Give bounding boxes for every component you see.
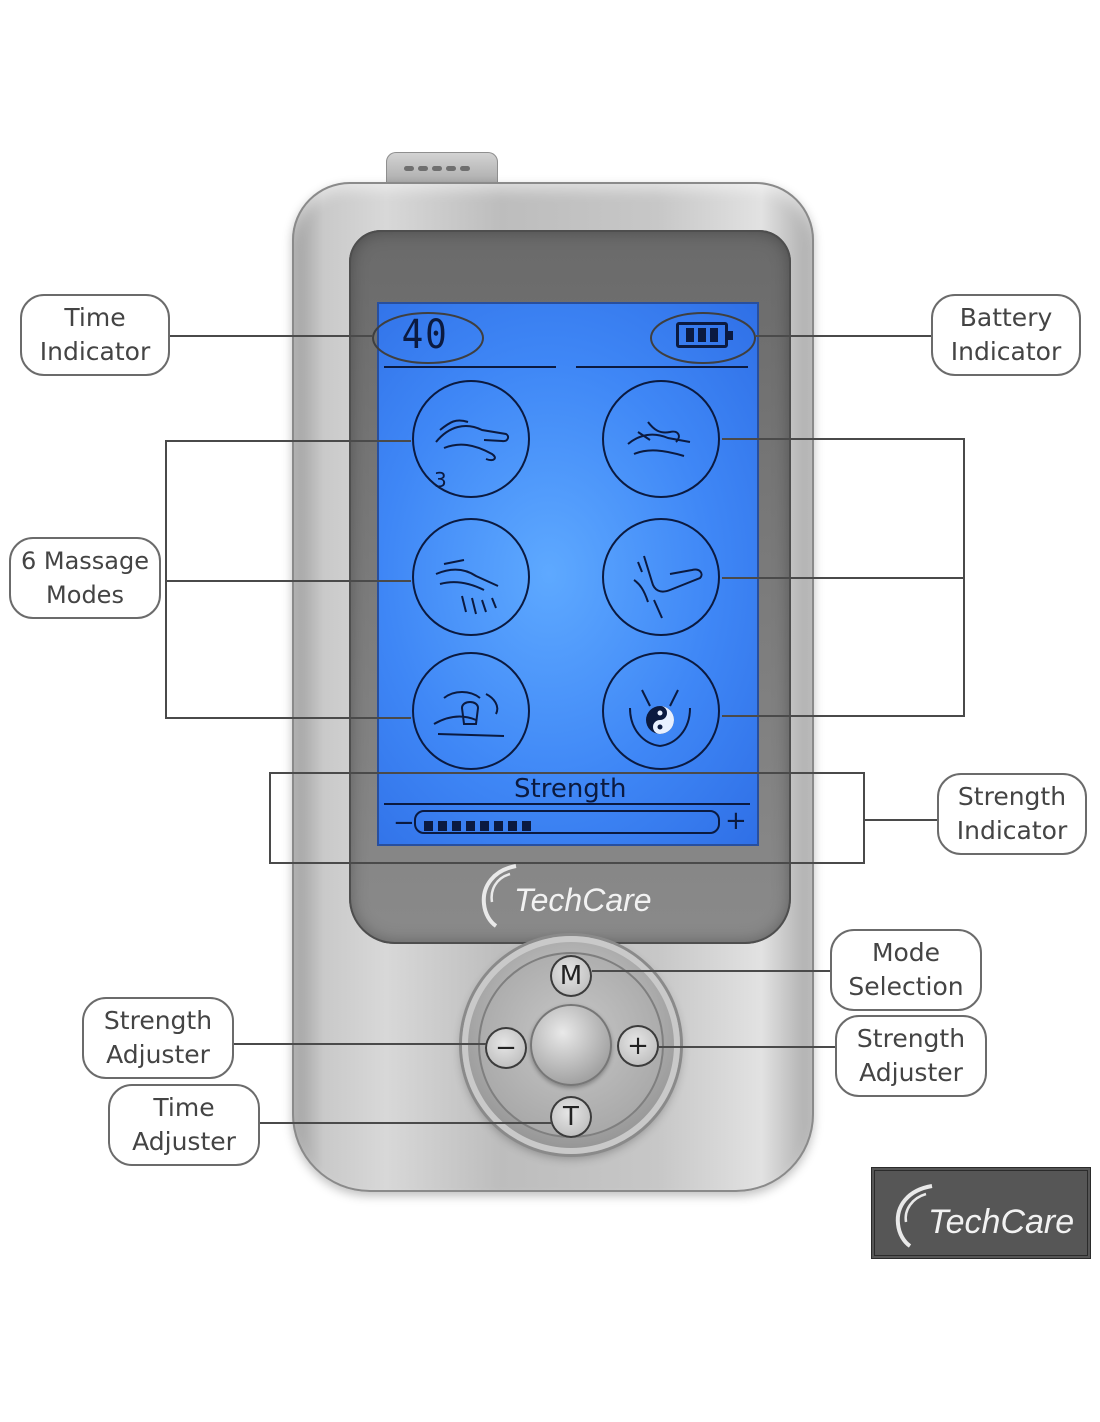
kneading-icon bbox=[627, 421, 691, 457]
callout-line: Battery bbox=[959, 303, 1053, 332]
strength-bar bbox=[414, 810, 720, 834]
strength-segment bbox=[466, 821, 475, 831]
battery-icon bbox=[676, 322, 733, 348]
callout-line: Selection bbox=[848, 972, 964, 1001]
tapping-icon bbox=[435, 559, 499, 615]
strength-segment bbox=[480, 821, 489, 831]
callout-line: Modes bbox=[46, 581, 124, 609]
mode-3-circle bbox=[412, 518, 530, 636]
callout-line: Strength bbox=[957, 782, 1067, 811]
lcd-divider bbox=[384, 366, 556, 368]
strength-minus-label: − bbox=[393, 808, 415, 838]
callout-line: Strength bbox=[856, 1024, 966, 1053]
callout-line: Time bbox=[153, 1093, 215, 1122]
leader-line bbox=[722, 577, 965, 579]
strength-plus-label: + bbox=[725, 806, 747, 836]
mode-4-circle bbox=[602, 518, 720, 636]
lcd-divider bbox=[384, 803, 750, 805]
mode-button[interactable]: M bbox=[550, 955, 592, 997]
mode-number: 3 bbox=[434, 468, 447, 492]
callout-line: Adjuster bbox=[106, 1040, 210, 1069]
leader-line bbox=[165, 580, 411, 582]
techcare-swoosh-icon bbox=[895, 1184, 933, 1248]
callout-massage-modes: 6 Massage Modes bbox=[9, 537, 161, 619]
callout-line: Strength bbox=[103, 1006, 213, 1035]
leader-line bbox=[232, 1043, 486, 1045]
callout-strength-indicator: Strength Indicator bbox=[937, 773, 1087, 855]
time-button[interactable]: T bbox=[550, 1096, 592, 1138]
callout-strength-adjuster-left: Strength Adjuster bbox=[82, 997, 234, 1079]
leader-line bbox=[165, 440, 411, 442]
leader-line bbox=[865, 819, 939, 821]
time-readout: 40 bbox=[401, 312, 449, 358]
power-center-button[interactable] bbox=[530, 1004, 612, 1086]
leader-line bbox=[756, 335, 932, 337]
callout-time-indicator: Time Indicator bbox=[20, 294, 170, 376]
time-highlight-ellipse bbox=[372, 312, 484, 364]
callout-line: Time bbox=[64, 303, 126, 332]
connector-dot bbox=[404, 166, 414, 171]
leader-line bbox=[722, 715, 965, 717]
mode-5-circle bbox=[412, 652, 530, 770]
leader-line bbox=[258, 1122, 552, 1124]
logo-box-brand: TechCare bbox=[928, 1203, 1075, 1241]
callout-line: Indicator bbox=[39, 337, 151, 366]
mode-2-circle bbox=[602, 380, 720, 498]
mode-1-circle bbox=[412, 380, 530, 498]
cupping-icon bbox=[433, 691, 505, 737]
hand-massage-icon bbox=[435, 419, 510, 462]
callout-line: Adjuster bbox=[132, 1127, 236, 1156]
techcare-swoosh-icon bbox=[481, 864, 517, 928]
strength-segment bbox=[452, 821, 461, 831]
connector-dot bbox=[432, 166, 442, 171]
callout-mode-selection: Mode Selection bbox=[830, 929, 982, 1011]
strength-minus-button[interactable]: − bbox=[485, 1027, 527, 1069]
leader-line bbox=[168, 335, 372, 337]
callout-line: Indicator bbox=[950, 337, 1062, 366]
strength-segment bbox=[522, 821, 531, 831]
callout-line: Indicator bbox=[956, 816, 1068, 845]
callout-time-adjuster: Time Adjuster bbox=[108, 1084, 260, 1166]
leader-line bbox=[592, 970, 832, 972]
battery-highlight-ellipse bbox=[650, 312, 756, 364]
callout-line: Mode bbox=[871, 938, 941, 967]
foot-massage-icon bbox=[633, 555, 703, 619]
device-brand-logo: TechCare bbox=[514, 882, 652, 918]
leader-line bbox=[659, 1046, 837, 1048]
bracket-line bbox=[165, 440, 167, 719]
strength-plus-button[interactable]: + bbox=[617, 1025, 659, 1067]
yin-yang-icon bbox=[629, 689, 691, 747]
callout-line: 6 Massage bbox=[20, 547, 150, 575]
strength-highlight-box bbox=[269, 772, 865, 864]
callout-battery-indicator: Battery Indicator bbox=[931, 294, 1081, 376]
connector-dot bbox=[446, 166, 456, 171]
strength-label: Strength bbox=[514, 774, 627, 804]
strength-segment bbox=[494, 821, 503, 831]
strength-segment bbox=[438, 821, 447, 831]
strength-segment bbox=[424, 821, 433, 831]
connector-dot bbox=[418, 166, 428, 171]
callout-line: Adjuster bbox=[859, 1058, 963, 1087]
callout-strength-adjuster-right: Strength Adjuster bbox=[835, 1015, 987, 1097]
lcd-divider bbox=[576, 366, 748, 368]
connector-dot bbox=[460, 166, 470, 171]
leader-line bbox=[165, 717, 411, 719]
mode-6-circle bbox=[602, 652, 720, 770]
strength-segment bbox=[508, 821, 517, 831]
leader-line bbox=[722, 438, 965, 440]
